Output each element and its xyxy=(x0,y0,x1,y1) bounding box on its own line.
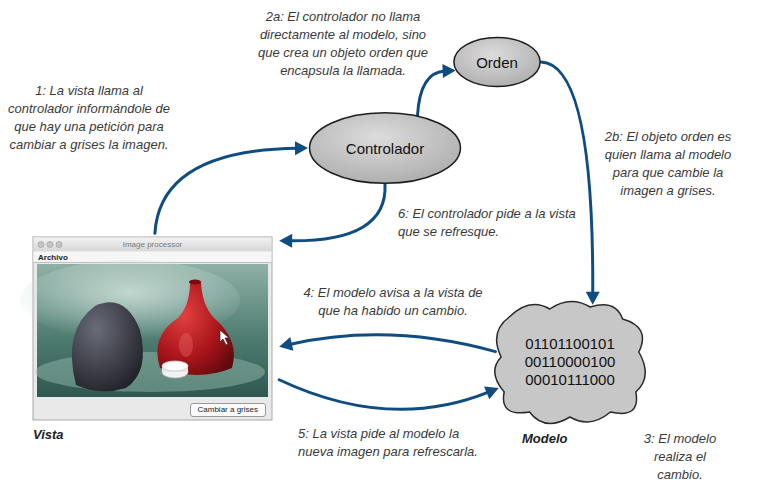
step-note: 3: El modelo realiza el cambio. xyxy=(630,430,730,484)
arrow-connector xyxy=(279,380,499,410)
arrow-head xyxy=(586,292,600,305)
step-note: 2a: El controlador no llama directamente… xyxy=(248,8,438,80)
arrow-head xyxy=(295,141,308,155)
arrow-line xyxy=(279,380,489,410)
blob-shape xyxy=(495,301,646,423)
arrow-line xyxy=(290,184,386,241)
rendered-image xyxy=(20,260,268,397)
arrow-head xyxy=(442,64,455,78)
arrow-head xyxy=(279,337,293,351)
push-button: Cambiar a grises xyxy=(190,403,266,417)
step-note: 5: La vista pide al modelo la nueva imag… xyxy=(298,425,488,461)
menu-item: Archivo xyxy=(38,253,68,263)
step-note: 6: El controlador pide a la vista que se… xyxy=(398,205,578,241)
controller-ellipse: Controlador xyxy=(308,112,462,184)
arrow-connector xyxy=(541,62,600,305)
node-label: Controlador xyxy=(346,140,424,157)
arrow-line xyxy=(541,62,593,294)
arrow-connector xyxy=(279,184,385,248)
view-window: VistaImage processorArchivoCambiar a gri… xyxy=(33,237,272,420)
arrow-connector xyxy=(418,64,456,115)
arrow-line xyxy=(289,335,495,352)
arrow-connector xyxy=(279,335,495,352)
node-label: Orden xyxy=(476,54,518,71)
arrow-head xyxy=(279,234,292,248)
arrow-line xyxy=(418,71,446,115)
step-note: 1: La vista llama al controlador informá… xyxy=(8,82,170,154)
ellipse-shape xyxy=(310,113,461,184)
step-note: 4: El modelo avisa a la vista de que ha … xyxy=(298,284,488,320)
ellipse-shape xyxy=(454,38,540,87)
command-ellipse: Orden xyxy=(453,37,541,87)
model-blob: Modelo01101100101 00110000100 0001011100… xyxy=(489,297,651,427)
arrow-connector xyxy=(155,141,308,233)
window-title: Image processor xyxy=(33,240,272,250)
node-heading: Modelo xyxy=(522,431,568,446)
step-note: 2b: El objeto orden es quien llama al mo… xyxy=(603,128,733,200)
node-heading: Vista xyxy=(33,427,64,442)
arrow-head xyxy=(484,386,499,399)
arrow-line xyxy=(155,148,298,233)
binary-data: 01101100101 00110000100 00010111000 xyxy=(520,335,620,389)
